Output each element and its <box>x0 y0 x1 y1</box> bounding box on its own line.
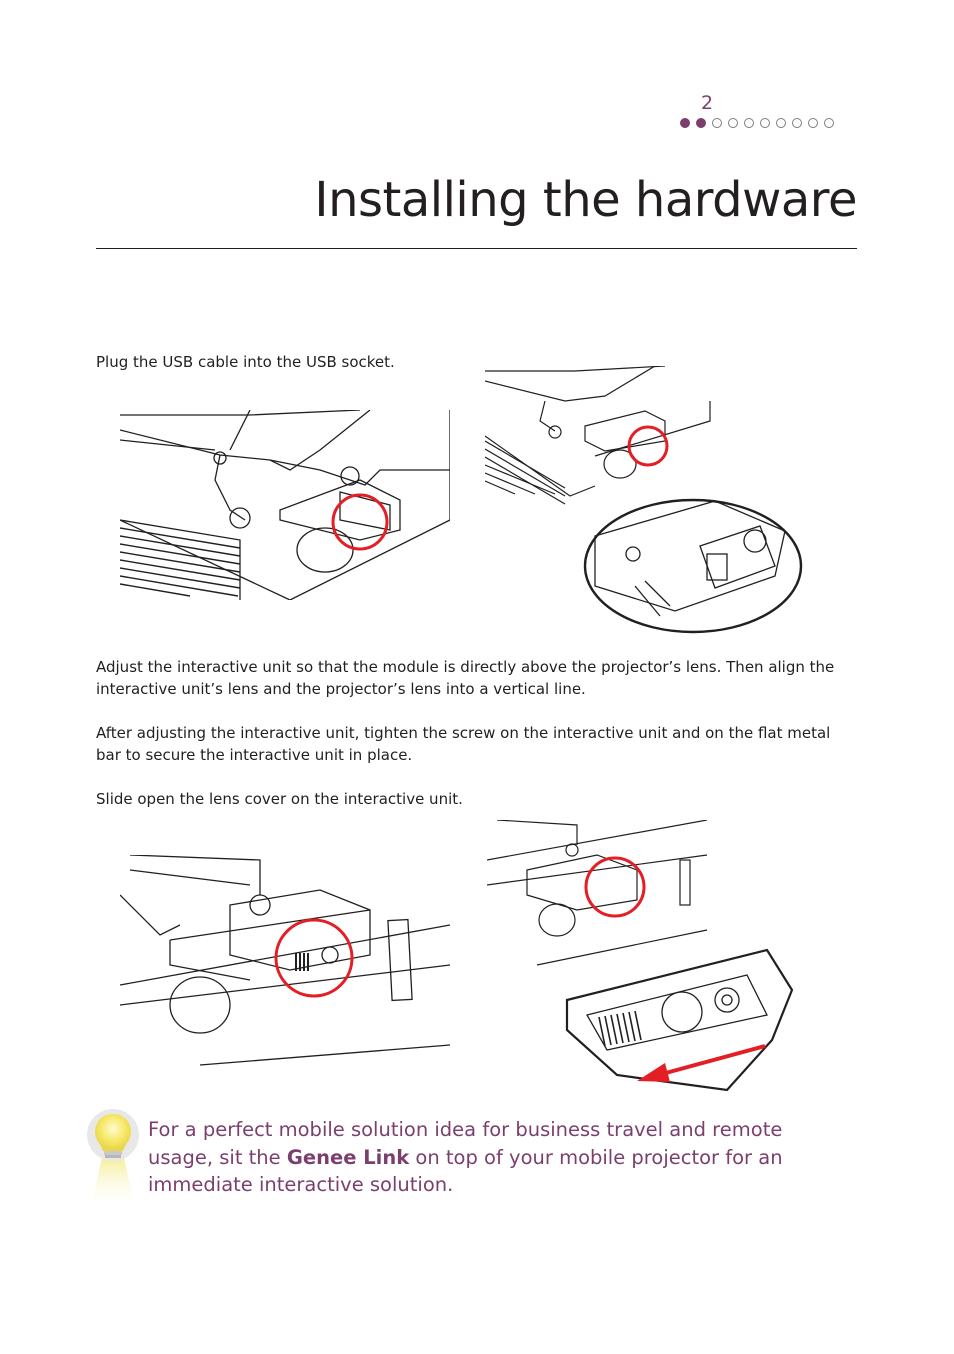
progress-dot <box>696 118 706 128</box>
progress-dot <box>680 118 690 128</box>
tip-text: For a perfect mobile solution idea for b… <box>148 1116 838 1199</box>
lens-cover-illustration <box>120 855 452 1067</box>
progress-dot <box>728 118 738 128</box>
title-divider <box>96 248 857 249</box>
page-title: Installing the hardware <box>314 172 857 228</box>
progress-dot <box>776 118 786 128</box>
progress-dot <box>744 118 754 128</box>
progress-dot <box>792 118 802 128</box>
step-tighten-text: After adjusting the interactive unit, ti… <box>96 724 831 764</box>
tip-text-before: For a perfect mobile solution idea for b… <box>148 1118 783 1169</box>
page-progress-dots <box>680 118 834 128</box>
progress-dot <box>712 118 722 128</box>
usb-socket-zoom-illustration <box>485 366 805 634</box>
step-slide-text: Slide open the lens cover on the interac… <box>96 790 463 808</box>
tip-text-after: on top of your mobile projector for an i… <box>148 1145 783 1197</box>
usb-socket-illustration <box>120 410 450 600</box>
progress-dot <box>760 118 770 128</box>
step-usb-text: Plug the USB cable into the USB socket. <box>96 353 395 371</box>
lightbulb-icon <box>84 1106 142 1210</box>
step-adjust-text: Adjust the interactive unit so that the … <box>96 658 835 698</box>
progress-dot <box>824 118 834 128</box>
progress-dot <box>808 118 818 128</box>
page-number: 2 <box>700 92 714 114</box>
lens-cover-slide-illustration <box>487 820 797 1098</box>
tip-product-name: Genee Link <box>286 1145 410 1169</box>
